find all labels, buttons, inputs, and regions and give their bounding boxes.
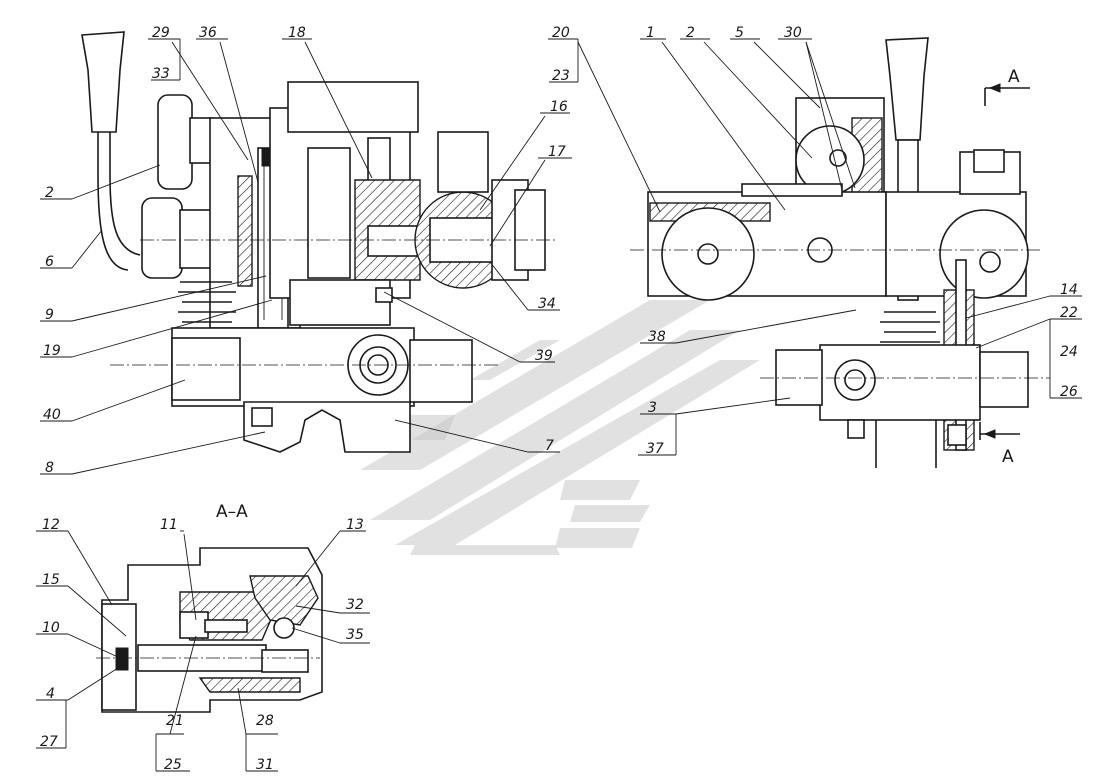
callout-27: 27 — [40, 734, 58, 750]
section-title: A–A — [216, 502, 248, 522]
watermark-logo — [360, 300, 760, 555]
callout-13: 13 — [346, 517, 364, 533]
callout-10: 10 — [42, 620, 60, 636]
callout-18: 18 — [288, 25, 306, 41]
callout-29: 29 — [152, 25, 170, 41]
callout-2-left: 2 — [45, 185, 54, 201]
callout-12: 12 — [42, 517, 60, 533]
callout-2-right: 2 — [686, 25, 695, 41]
callout-4: 4 — [46, 686, 55, 702]
callout-11: 11 — [160, 517, 178, 533]
callout-labels: 29 33 36 18 16 17 2 6 9 19 40 8 39 34 7 … — [40, 25, 1078, 773]
callout-7: 7 — [545, 438, 554, 454]
callout-25: 25 — [164, 757, 182, 773]
callout-30: 30 — [784, 25, 802, 41]
callout-3: 3 — [648, 400, 657, 416]
leader-lines — [36, 38, 1082, 772]
view-marker-bottom: A — [1002, 447, 1014, 467]
callout-38: 38 — [648, 329, 666, 345]
callout-34: 34 — [538, 296, 556, 312]
callout-36: 36 — [199, 25, 217, 41]
callout-9: 9 — [45, 307, 54, 323]
view-marker-top: A — [1008, 67, 1020, 87]
callout-5: 5 — [735, 25, 744, 41]
main-view-left — [81, 31, 555, 453]
callout-14: 14 — [1060, 282, 1078, 298]
callout-20: 20 — [552, 25, 570, 41]
callout-15: 15 — [42, 572, 60, 588]
callout-32: 32 — [346, 597, 364, 613]
callout-19: 19 — [43, 343, 61, 359]
callout-28: 28 — [256, 713, 274, 729]
callout-31: 31 — [256, 757, 274, 773]
callout-35: 35 — [346, 627, 364, 643]
callout-16: 16 — [550, 99, 568, 115]
callout-24: 24 — [1060, 344, 1078, 360]
callout-22: 22 — [1060, 305, 1078, 321]
callout-37: 37 — [646, 441, 664, 457]
callout-40: 40 — [43, 407, 61, 423]
callout-21: 21 — [166, 713, 184, 729]
callout-39: 39 — [535, 348, 553, 364]
callout-33: 33 — [152, 66, 170, 82]
callout-1: 1 — [646, 25, 655, 41]
main-view-right — [630, 37, 1050, 468]
callout-26: 26 — [1060, 384, 1078, 400]
callout-23: 23 — [552, 68, 570, 84]
callout-6: 6 — [45, 254, 54, 270]
section-view-a-a — [96, 547, 323, 713]
callout-8: 8 — [45, 460, 54, 476]
callout-17: 17 — [548, 144, 566, 160]
